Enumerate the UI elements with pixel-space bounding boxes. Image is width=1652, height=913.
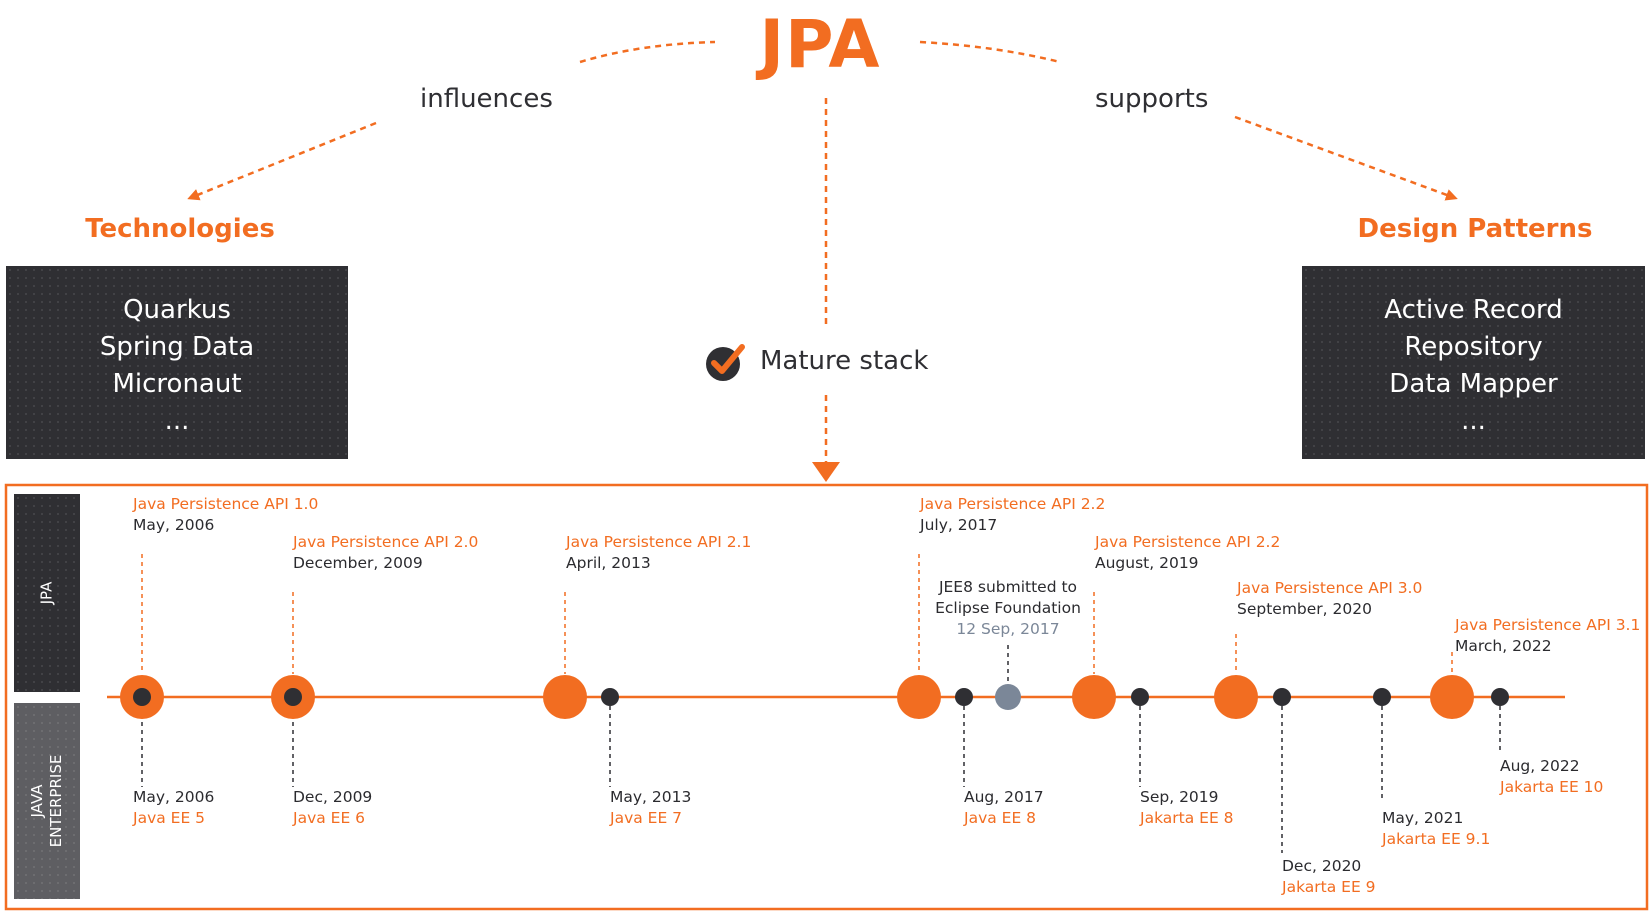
jpa-band-label: JPA [37,581,56,605]
design-patterns-heading: Design Patterns [1357,214,1593,244]
title-curve-right [919,40,1061,64]
jpa-release: Java Persistence API 2.0 December, 2009 [293,532,478,574]
enterprise-release-name: Java EE 8 [964,809,1037,827]
enterprise-release-name: Jakarta EE 10 [1500,778,1604,796]
jpa-release-name: Java Persistence API 2.2 [1095,533,1281,551]
enterprise-release: May, 2013 Java EE 7 [610,787,691,829]
enterprise-release-date: Aug, 2022 [1500,757,1580,775]
event-line1: JEE8 submitted to [938,578,1078,596]
checkmark-icon [706,344,745,381]
enterprise-release-date: Dec, 2009 [293,788,373,806]
technology-item: Micronaut [112,369,242,399]
ee-marker-5 [1131,688,1149,706]
jpa-marker-7 [1430,675,1474,719]
jpa-release-date: July, 2017 [920,516,998,534]
jpa-marker-6 [1214,675,1258,719]
enterprise-release-date: Dec, 2020 [1282,857,1362,875]
jpa-release-date: December, 2009 [293,554,423,572]
jpa-release: Java Persistence API 2.2 July, 2017 [920,494,1105,536]
ee-marker-8 [1491,688,1509,706]
influences-arrow [187,121,377,201]
enterprise-band: JAVA ENTERPRISE [14,703,80,899]
event-marker [995,684,1021,710]
enterprise-release-name: Jakarta EE 9 [1282,878,1376,896]
design-pattern-item-ellipsis: ... [1461,406,1486,436]
jpa-release-date: April, 2013 [566,554,651,572]
mature-stack: Mature stack [704,340,928,382]
supports-label: supports [1095,84,1209,114]
page-title: JPA [759,6,881,83]
jpa-band: JPA [14,494,80,692]
technology-item-ellipsis: ... [164,406,190,436]
ee-marker-3 [601,688,619,706]
jpa-release: Java Persistence API 2.2 August, 2019 [1095,532,1280,574]
jpa-marker-5 [1072,675,1116,719]
design-pattern-item: Active Record [1384,295,1563,325]
jpa-release-date: March, 2022 [1455,637,1552,655]
enterprise-release: Dec, 2009 Java EE 6 [293,787,372,829]
enterprise-band-line2: ENTERPRISE [47,754,65,848]
design-patterns-box: Active Record Repository Data Mapper ... [1302,266,1645,459]
technology-item: Quarkus [123,295,231,325]
jpa-release-date: August, 2019 [1095,554,1199,572]
jpa-marker-4 [897,675,941,719]
influences-label: influences [420,84,553,114]
ee-marker-6 [1273,688,1291,706]
enterprise-release-date: Aug, 2017 [964,788,1044,806]
ee-marker-1 [133,688,151,706]
event-note: JEE8 submitted to Eclipse Foundation 12 … [928,577,1088,640]
jpa-release: Java Persistence API 3.0 September, 2020 [1237,578,1422,620]
enterprise-release: Aug, 2022 Jakarta EE 10 [1500,756,1603,798]
enterprise-release: Dec, 2020 Jakarta EE 9 [1282,856,1376,898]
jpa-release-date: May, 2006 [133,516,215,534]
event-date: 12 Sep, 2017 [956,620,1060,638]
event-line2: Eclipse Foundation [935,599,1081,617]
ee-marker-7 [1373,688,1391,706]
enterprise-release: May, 2006 Java EE 5 [133,787,214,829]
enterprise-release-name: Jakarta EE 8 [1140,809,1234,827]
technology-item: Spring Data [99,332,255,362]
jpa-release-name: Java Persistence API 2.2 [920,495,1106,513]
jpa-release: Java Persistence API 2.1 April, 2013 [566,532,751,574]
enterprise-release-name: Java EE 6 [293,809,366,827]
enterprise-release: May, 2021 Jakarta EE 9.1 [1382,808,1490,850]
jpa-marker-3 [543,675,587,719]
supports-arrow [1234,115,1458,201]
technologies-box: Quarkus Spring Data Micronaut ... [6,266,348,459]
enterprise-release-date: May, 2013 [610,788,692,806]
technologies-heading: Technologies [85,214,275,244]
design-pattern-item: Data Mapper [1389,369,1558,399]
mature-stack-label: Mature stack [760,346,929,376]
jpa-release-name: Java Persistence API 2.0 [293,533,479,551]
jpa-release-date: September, 2020 [1237,600,1372,618]
jpa-release-name: Java Persistence API 3.1 [1455,616,1641,634]
enterprise-band-line1: JAVA [28,784,46,818]
design-pattern-item: Repository [1404,332,1543,362]
jpa-release-name: Java Persistence API 3.0 [1237,579,1423,597]
ee-marker-4 [955,688,973,706]
jpa-release-name: Java Persistence API 1.0 [133,495,319,513]
title-curve-left [579,40,716,64]
jpa-release-name: Java Persistence API 2.1 [566,533,752,551]
jpa-release: Java Persistence API 1.0 May, 2006 [133,494,318,536]
enterprise-release: Sep, 2019 Jakarta EE 8 [1140,787,1234,829]
enterprise-release-date: Sep, 2019 [1140,788,1219,806]
enterprise-release-name: Java EE 7 [610,809,683,827]
enterprise-release: Aug, 2017 Java EE 8 [964,787,1044,829]
enterprise-band-label: JAVA ENTERPRISE [28,755,66,848]
ee-marker-2 [284,688,302,706]
enterprise-release-date: May, 2021 [1382,809,1464,827]
enterprise-release-date: May, 2006 [133,788,215,806]
jpa-release: Java Persistence API 3.1 March, 2022 [1455,615,1640,657]
enterprise-release-name: Java EE 5 [133,809,206,827]
enterprise-release-name: Jakarta EE 9.1 [1382,830,1491,848]
stack-arrow-head [812,462,840,482]
timeline-frame [4,483,1649,911]
